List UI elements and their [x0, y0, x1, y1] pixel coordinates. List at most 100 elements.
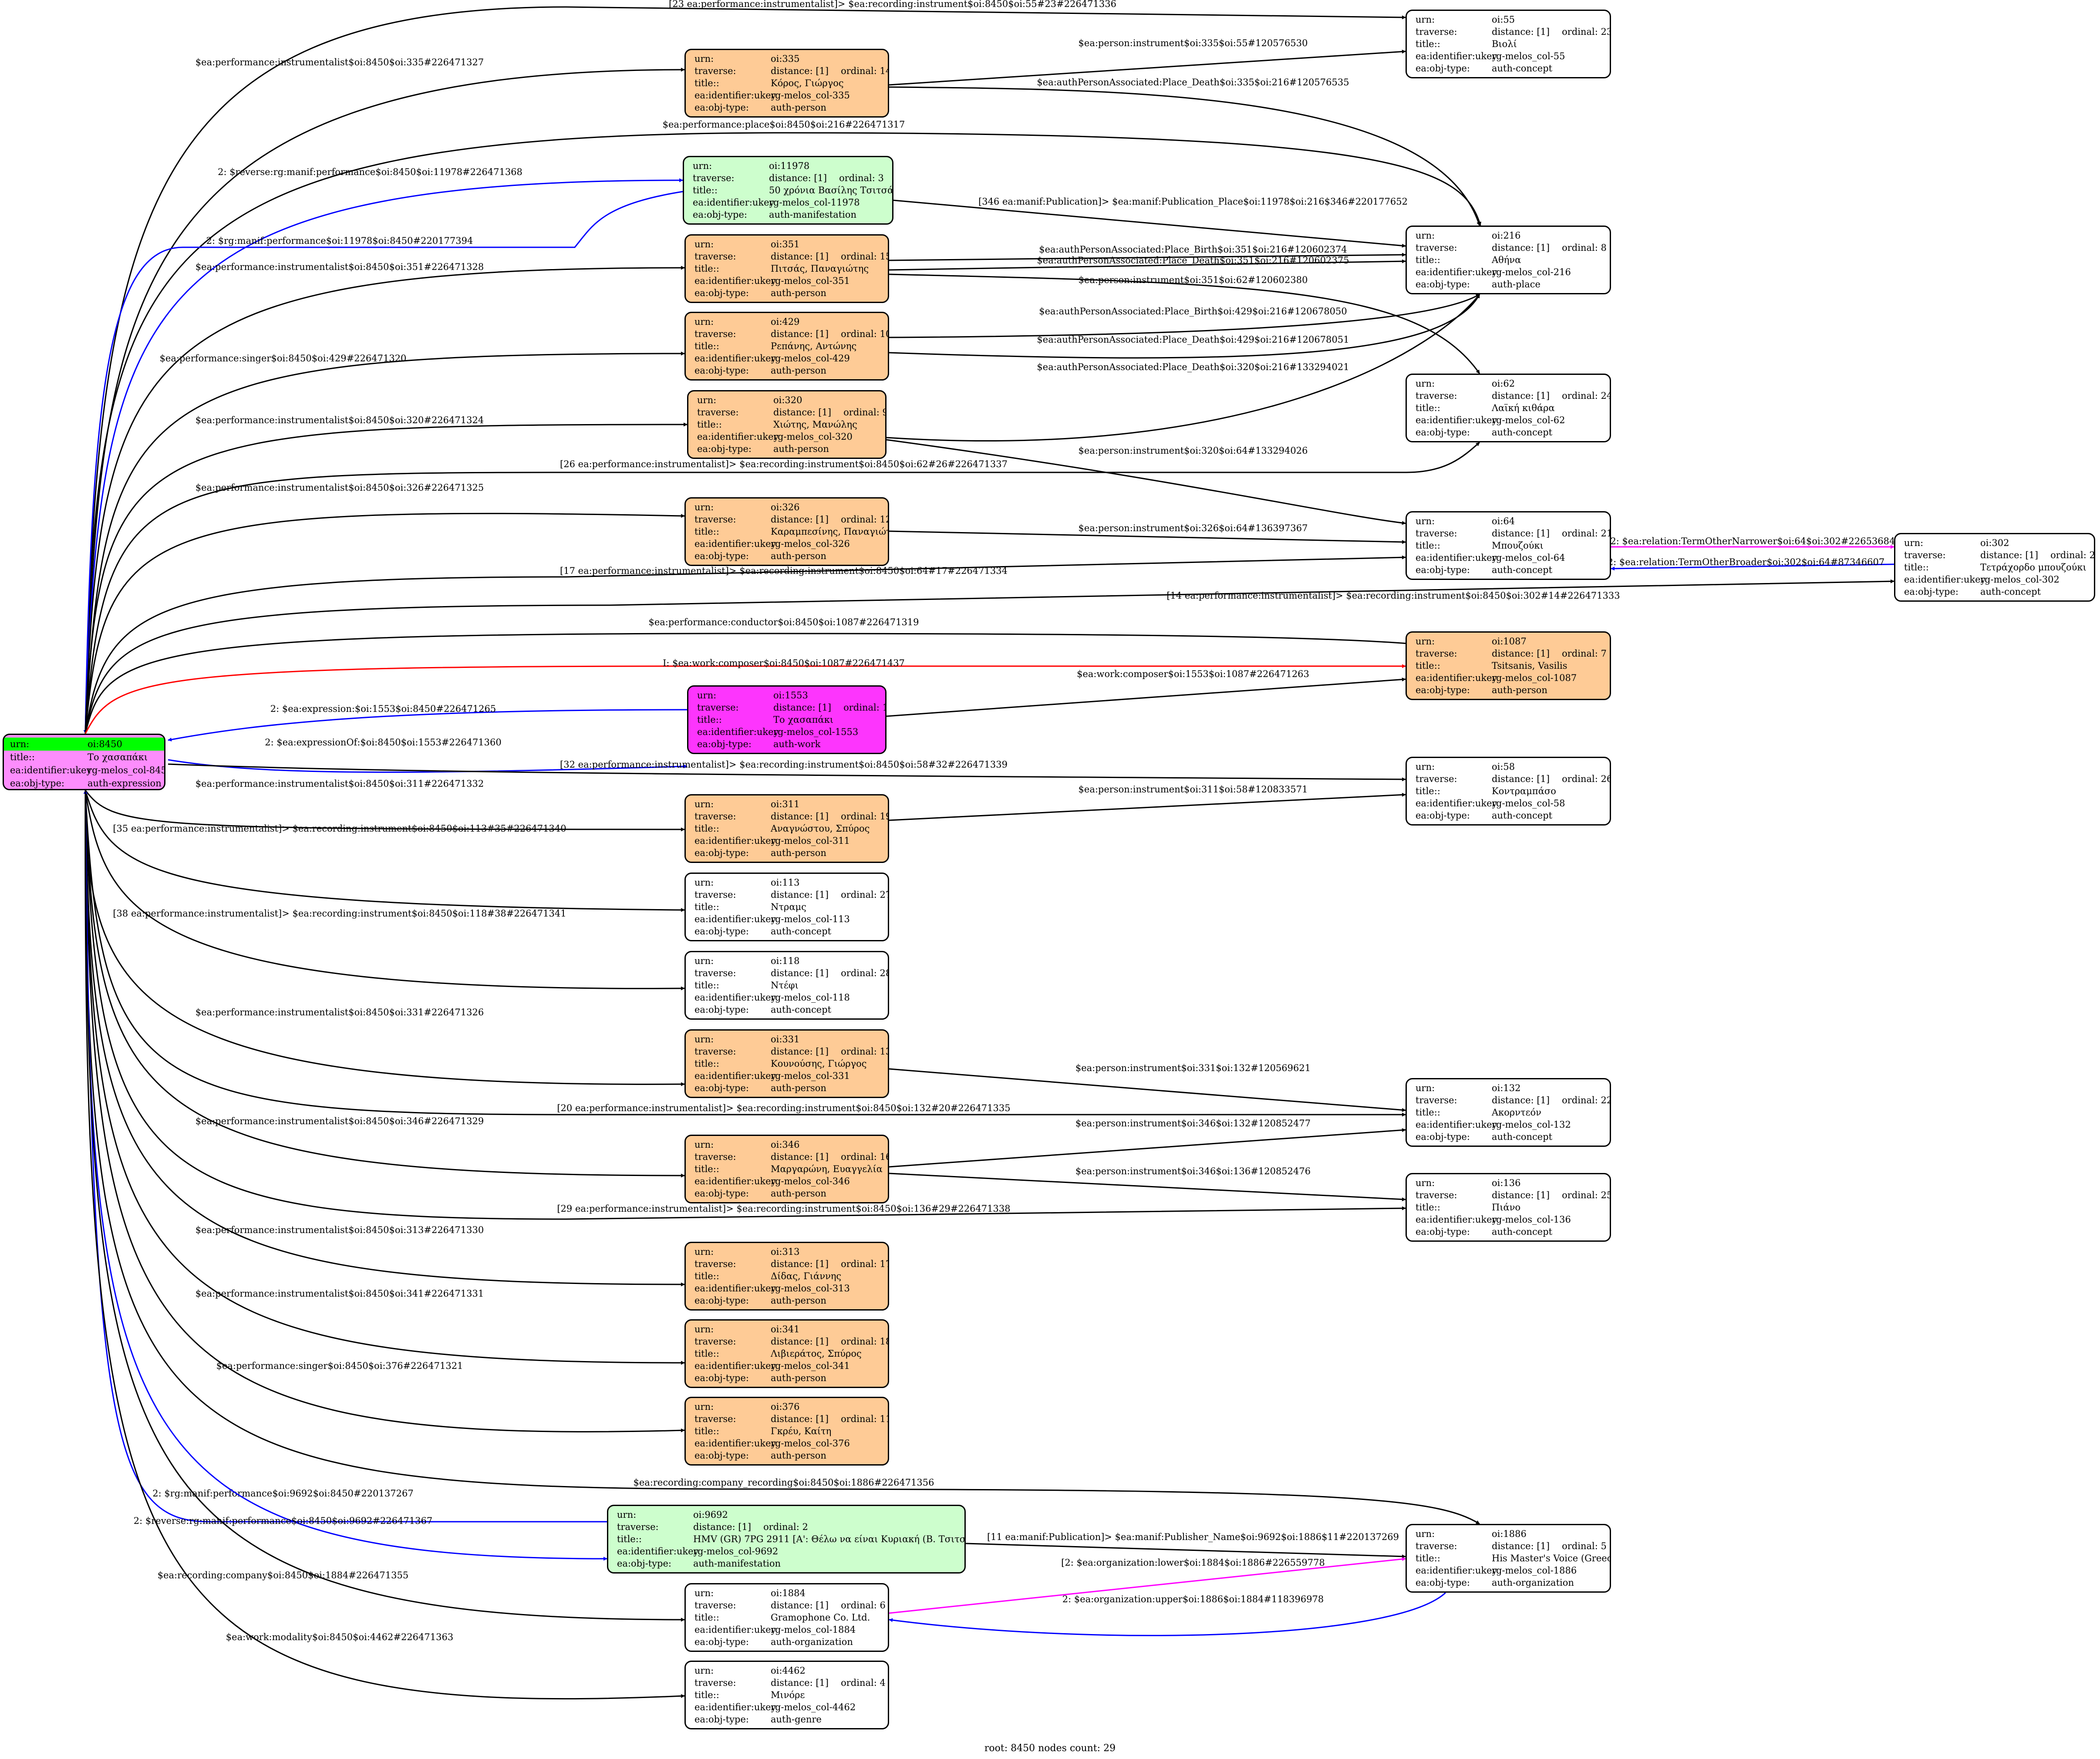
field-label: urn: [694, 317, 714, 327]
field-value: rg-melos_col-341 [771, 1361, 850, 1371]
field-label: ea:identifier:ukey [697, 431, 779, 442]
field-label: traverse: [694, 66, 736, 76]
field-value: rg-melos_col-4462 [771, 1702, 856, 1712]
field-value: Ρεπάνης, Αντώνης [771, 341, 857, 351]
node-field-traverse: traverse:distance: [1]ordinal: 16 [686, 1151, 888, 1163]
field-value: oi:11978 [769, 161, 810, 171]
edge-e23 [1611, 563, 1894, 571]
field-ordinal: ordinal: 11 [841, 1414, 889, 1424]
field-label: urn: [694, 1139, 714, 1150]
field-value: Αθήνα [1492, 255, 1521, 265]
field-value: rg-melos_col-1553 [773, 727, 859, 737]
field-label: traverse: [1416, 27, 1457, 37]
node-field-title: title::Tsitsanis, Vasilis [1407, 660, 1610, 672]
field-label: ea:identifier:ukey [694, 1702, 776, 1712]
field-label: urn: [693, 161, 712, 171]
field-label: title:: [694, 1612, 719, 1623]
field-label: traverse: [1416, 774, 1457, 784]
field-label: ea:obj-type: [1416, 1227, 1470, 1237]
node-field-traverse: traverse:distance: [1]ordinal: 28 [686, 967, 888, 979]
field-value: auth-person [771, 1188, 826, 1199]
field-value: Ακορντεόν [1492, 1107, 1541, 1118]
field-label: title:: [694, 1271, 719, 1281]
field-label: title:: [694, 1348, 719, 1359]
edge-e3 [889, 50, 1406, 86]
field-value: Αναγνώστου, Σπύρος [771, 823, 870, 834]
field-value: distance: [1] [1492, 391, 1550, 401]
node-field-urn: urn:oi:9692 [608, 1509, 964, 1521]
edge-e42 [84, 790, 1406, 1220]
edge-label-e8: [346 ea:manif:Publication]> $ea:manif:Pu… [978, 196, 1408, 207]
edge-e12 [889, 273, 1480, 374]
field-label: urn: [1416, 1178, 1435, 1188]
field-value: Κουνούσης, Γιώργος [771, 1058, 867, 1069]
field-value: auth-person [771, 1450, 826, 1461]
node-field-urn: urn:oi:335 [686, 53, 888, 65]
field-label: title:: [697, 419, 722, 430]
node-field-title: title::HMV (GR) 7PG 2911 [A': Θέλω να εί… [608, 1533, 964, 1545]
field-value: auth-work [773, 739, 821, 749]
field-label: ea:identifier:ukey [694, 353, 776, 364]
node-field-traverse: traverse:distance: [1]ordinal: 7 [1407, 647, 1610, 660]
field-value: auth-organization [1492, 1577, 1574, 1588]
field-label: title:: [1416, 1202, 1440, 1213]
edge-e36 [84, 790, 685, 1086]
edge-e15 [889, 294, 1480, 359]
field-value: auth-concept [1492, 427, 1553, 438]
field-label: urn: [694, 1247, 714, 1257]
field-label: ea:obj-type: [694, 365, 749, 376]
node-field-objtype: ea:obj-type:auth-organization [1407, 1577, 1610, 1589]
field-value: rg-melos_col-331 [771, 1071, 850, 1081]
node-field-traverse: traverse:distance: [1]ordinal: 13 [686, 1045, 888, 1058]
field-label: urn: [1416, 762, 1435, 772]
field-label: ea:obj-type: [694, 1637, 749, 1647]
field-value: auth-genre [771, 1714, 822, 1725]
edge-e17 [84, 422, 688, 734]
field-value: Τετράχορδο μπουζούκι [1980, 562, 2087, 573]
field-value: rg-melos_col-1884 [771, 1624, 856, 1635]
node-field-traverse: traverse:distance: [1]ordinal: 12 [686, 513, 888, 526]
node-field-urn: urn:oi:311 [686, 798, 888, 810]
field-label: ea:identifier:ukey [1904, 574, 1986, 585]
node-field-urn: urn:oi:1884 [686, 1587, 888, 1599]
edge-label-e3: $ea:person:instrument$oi:335$oi:55#12057… [1079, 38, 1308, 48]
